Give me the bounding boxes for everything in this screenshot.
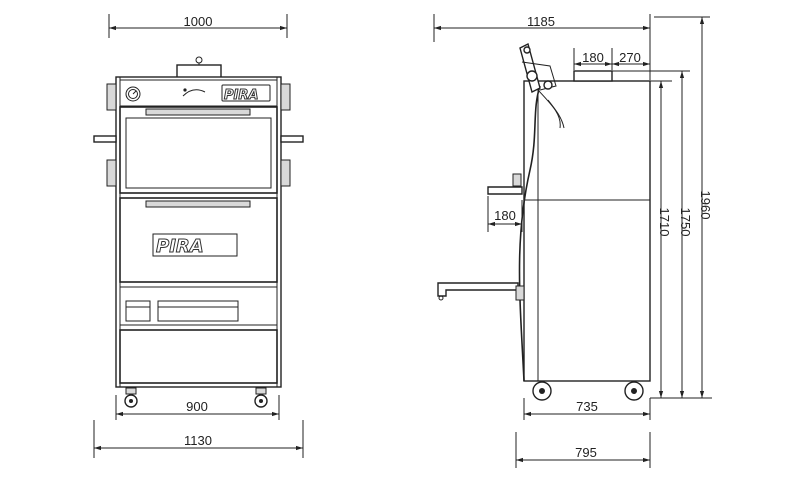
lid-pivot [526,70,538,82]
bottom-cabinet [119,329,278,384]
ash-drawer-frame [119,286,278,326]
front-wheel-right [254,387,268,408]
lower-logo: PIRA [156,236,204,257]
side-view: 1185 180 270 180 1710 1750 1960 735 [433,14,713,468]
dim-height-body: 1710 [657,208,672,237]
ash-drawer-large [157,300,239,322]
front-body [115,76,282,388]
dim-side-depth-base: 735 [576,399,598,414]
side-chimney [573,70,613,82]
dim-chimney-width: 180 [582,50,604,65]
lower-logo-plate [152,233,238,257]
left-side-rod [93,135,117,143]
upper-door-handle [145,108,251,116]
dim-front-width-overall: 1130 [184,433,212,448]
dim-side-depth-top: 1185 [527,14,555,29]
dim-chimney-offset: 270 [619,50,641,65]
side-wheel-front [532,381,552,401]
right-hinge-top [280,83,291,111]
dim-height-with-chimney: 1750 [678,208,693,237]
dim-front-width-base: 900 [186,399,208,414]
side-door-profile [518,85,541,382]
front-wheel-left [124,387,138,408]
left-hinge-top [106,83,117,111]
chimney-knob [195,56,203,64]
upper-oven-door [119,106,278,194]
front-top-panel [119,79,278,107]
right-hinge-bottom [280,159,291,187]
lower-door-handle [145,200,251,208]
front-view: PIRA PIRA [93,14,304,458]
thermometer-gauge-icon [125,86,141,102]
dim-side-depth-overall: 795 [575,445,597,460]
front-chimney [176,64,222,79]
lower-shelf [437,282,519,297]
ash-drawer-small [125,300,151,322]
dim-shelf-depth: 180 [494,208,516,223]
top-logo: PIRA [224,88,258,103]
upper-door-window [125,117,272,189]
lower-oven-door [119,197,278,283]
dim-front-width-top: 1000 [184,14,213,29]
side-cabinet [523,80,651,382]
left-hinge-bottom [106,159,117,187]
dim-height-overall: 1960 [698,191,713,220]
control-arc-icon [182,89,206,97]
upper-shelf [487,186,523,195]
right-side-rod [280,135,304,143]
side-wheel-rear [624,381,644,401]
